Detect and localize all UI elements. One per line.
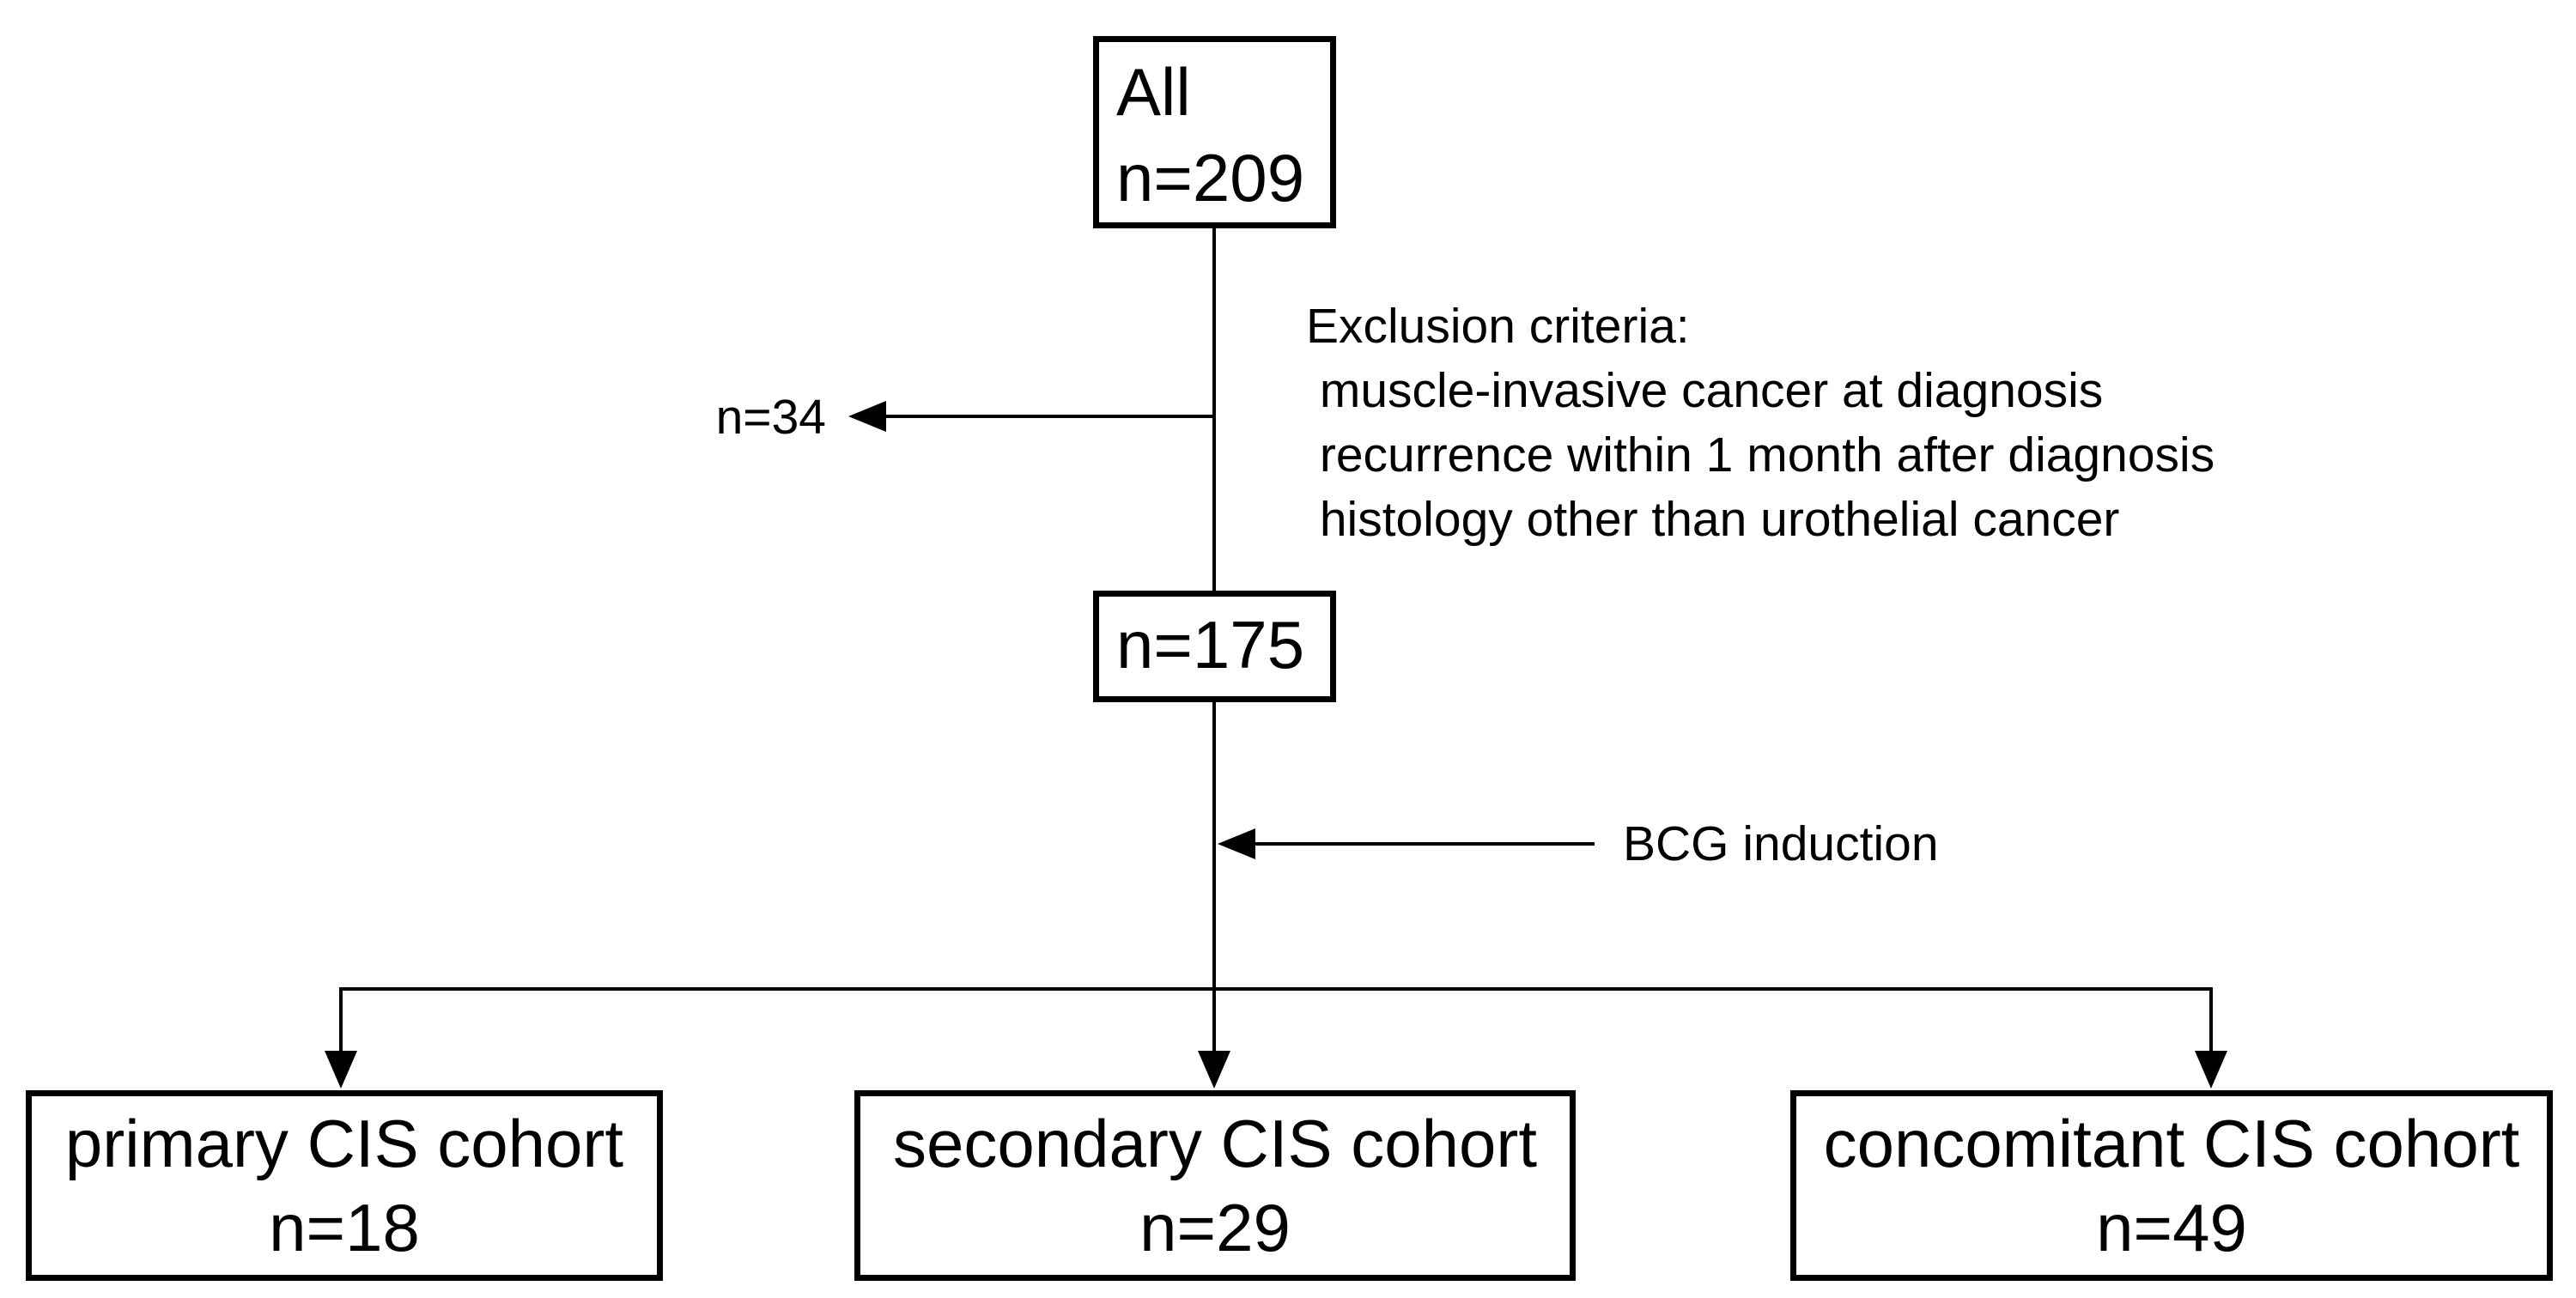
- connector-branch-right: [2209, 987, 2213, 1054]
- connector-all-to-n175: [1212, 228, 1216, 592]
- node-all-count: n=209: [1116, 140, 1305, 215]
- arrow-down-icon: [325, 1051, 357, 1089]
- secondary-cohort-count: n=29: [1139, 1190, 1291, 1265]
- node-secondary-cis-cohort: secondary CIS cohort n=29: [854, 1090, 1576, 1281]
- connector-branch-left: [339, 987, 343, 1054]
- connector-n175-to-branch: [1212, 702, 1216, 1058]
- concomitant-cohort-count: n=49: [2096, 1190, 2247, 1265]
- node-all: All n=209: [1093, 36, 1336, 228]
- primary-cohort-label: primary CIS cohort: [64, 1106, 624, 1181]
- node-all-label: All: [1116, 54, 1191, 130]
- exclusion-criteria-text: Exclusion criteria: muscle-invasive canc…: [1306, 294, 2215, 552]
- exclusion-criteria-title: Exclusion criteria:: [1306, 299, 1690, 354]
- connector-excluded: [878, 415, 1214, 418]
- node-concomitant-cis-cohort: concomitant CIS cohort n=49: [1790, 1090, 2553, 1281]
- primary-cohort-count: n=18: [269, 1190, 420, 1265]
- bcg-induction-label: BCG induction: [1623, 816, 1939, 871]
- arrow-left-icon: [848, 401, 886, 432]
- arrow-down-icon: [1198, 1051, 1230, 1089]
- exclusion-criteria-item: histology other than urothelial cancer: [1306, 492, 2120, 547]
- node-n175: n=175: [1093, 591, 1336, 702]
- arrow-down-icon: [2195, 1051, 2227, 1089]
- excluded-count-label: n=34: [715, 390, 826, 445]
- exclusion-criteria-item: recurrence within 1 month after diagnosi…: [1306, 428, 2215, 482]
- branch-line: [341, 987, 2213, 991]
- arrow-left-icon: [1218, 828, 1255, 859]
- secondary-cohort-label: secondary CIS cohort: [892, 1106, 1538, 1181]
- node-primary-cis-cohort: primary CIS cohort n=18: [26, 1090, 663, 1281]
- exclusion-criteria-item: muscle-invasive cancer at diagnosis: [1306, 363, 2104, 418]
- node-n175-count: n=175: [1116, 607, 1305, 682]
- connector-bcg: [1247, 842, 1595, 846]
- concomitant-cohort-label: concomitant CIS cohort: [1823, 1106, 2520, 1181]
